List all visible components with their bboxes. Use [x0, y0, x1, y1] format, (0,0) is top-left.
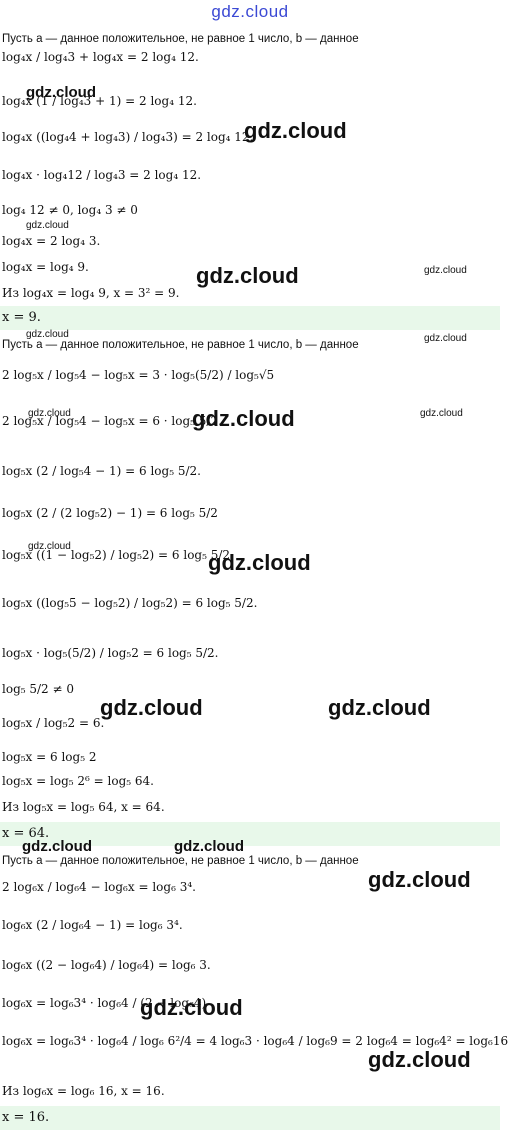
s3-line-5: log₆x = log₆3⁴ · log₆4 / log₆ 6²/4 = 4 l…	[2, 1034, 508, 1048]
s1-answer: x = 9.	[0, 306, 500, 330]
s3-line-3: log₆x ((2 − log₆4) / log₆4) = log₆ 3.	[2, 958, 211, 972]
section-2-intro: Пусть a — данное положительное, не равно…	[2, 339, 359, 351]
s2-line-1: 2 log₅x / log₅4 − log₅x = 3 · log₅(5/2) …	[2, 368, 275, 382]
s1-line-4: log₄x · log₄12 / log₄3 = 2 log₄ 12.	[2, 168, 202, 182]
s2-line-4: log₅x (2 / (2 log₅2) − 1) = 6 log₅ 5/2	[2, 506, 218, 520]
watermark: gdz.cloud	[244, 118, 347, 143]
watermark: gdz.cloud	[420, 408, 463, 419]
s2-line-10: log₅x = 6 log₅ 2	[2, 750, 97, 764]
watermark: gdz.cloud	[140, 995, 243, 1020]
s1-line-3: log₄x ((log₄4 + log₄3) / log₄3) = 2 log₄…	[2, 130, 254, 144]
watermark: gdz.cloud	[424, 265, 467, 276]
s2-answer: x = 64.	[0, 822, 500, 846]
watermark: gdz.cloud	[26, 220, 69, 231]
s1-line-6: log₄x = 2 log₄ 3.	[2, 234, 101, 248]
watermark: gdz.cloud	[26, 84, 96, 101]
s2-line-8: log₅ 5/2 ≠ 0	[2, 682, 74, 696]
section-1-intro: Пусть a — данное положительное, не равно…	[2, 33, 359, 45]
s2-line-12: Из log₅x = log₅ 64, x = 64.	[2, 800, 165, 814]
site-logo[interactable]: gdz.cloud	[211, 2, 289, 21]
s3-line-2: log₆x (2 / log₆4 − 1) = log₆ 3⁴.	[2, 918, 183, 932]
s2-line-2: 2 log₅x / log₅4 − log₅x = 6 · log₅ 5/2.	[2, 414, 222, 428]
watermark: gdz.cloud	[328, 695, 431, 720]
s3-line-4: log₆x = log₆3⁴ · log₆4 / (2 − log₆4)	[2, 996, 207, 1010]
section-3-intro: Пусть a — данное положительное, не равно…	[2, 855, 359, 867]
s1-line-2: log₄x (1 / log₄3 + 1) = 2 log₄ 12.	[2, 94, 197, 108]
s2-line-7: log₅x · log₅(5/2) / log₅2 = 6 log₅ 5/2.	[2, 646, 219, 660]
watermark: gdz.cloud	[368, 867, 471, 892]
s1-line-5: log₄ 12 ≠ 0, log₄ 3 ≠ 0	[2, 203, 138, 217]
s1-line-7: log₄x = log₄ 9.	[2, 260, 89, 274]
watermark: gdz.cloud	[424, 333, 467, 344]
s3-line-1: 2 log₆x / log₆4 − log₆x = log₆ 3⁴.	[2, 880, 196, 894]
s2-line-9: log₅x / log₅2 = 6.	[2, 716, 105, 730]
s2-line-6: log₅x ((log₅5 − log₅2) / log₅2) = 6 log₅…	[2, 596, 258, 610]
s2-line-11: log₅x = log₅ 2⁶ = log₅ 64.	[2, 774, 154, 788]
watermark: gdz.cloud	[208, 550, 311, 575]
watermark: gdz.cloud	[192, 406, 295, 431]
s2-line-5: log₅x ((1 − log₅2) / log₅2) = 6 log₅ 5/2	[2, 548, 231, 562]
watermark: gdz.cloud	[26, 329, 69, 340]
s1-line-8: Из log₄x = log₄ 9, x = 3² = 9.	[2, 286, 180, 300]
s2-line-3: log₅x (2 / log₅4 − 1) = 6 log₅ 5/2.	[2, 464, 201, 478]
watermark: gdz.cloud	[368, 1047, 471, 1072]
watermark: gdz.cloud	[28, 541, 71, 552]
s1-line-1: log₄x / log₄3 + log₄x = 2 log₄ 12.	[2, 50, 199, 64]
watermark: gdz.cloud	[28, 408, 71, 419]
watermark: gdz.cloud	[174, 838, 244, 855]
watermark: gdz.cloud	[196, 263, 299, 288]
s3-answer: x = 16.	[0, 1106, 500, 1130]
watermark: gdz.cloud	[22, 838, 92, 855]
watermark: gdz.cloud	[100, 695, 203, 720]
s3-line-6: Из log₆x = log₆ 16, x = 16.	[2, 1084, 165, 1098]
